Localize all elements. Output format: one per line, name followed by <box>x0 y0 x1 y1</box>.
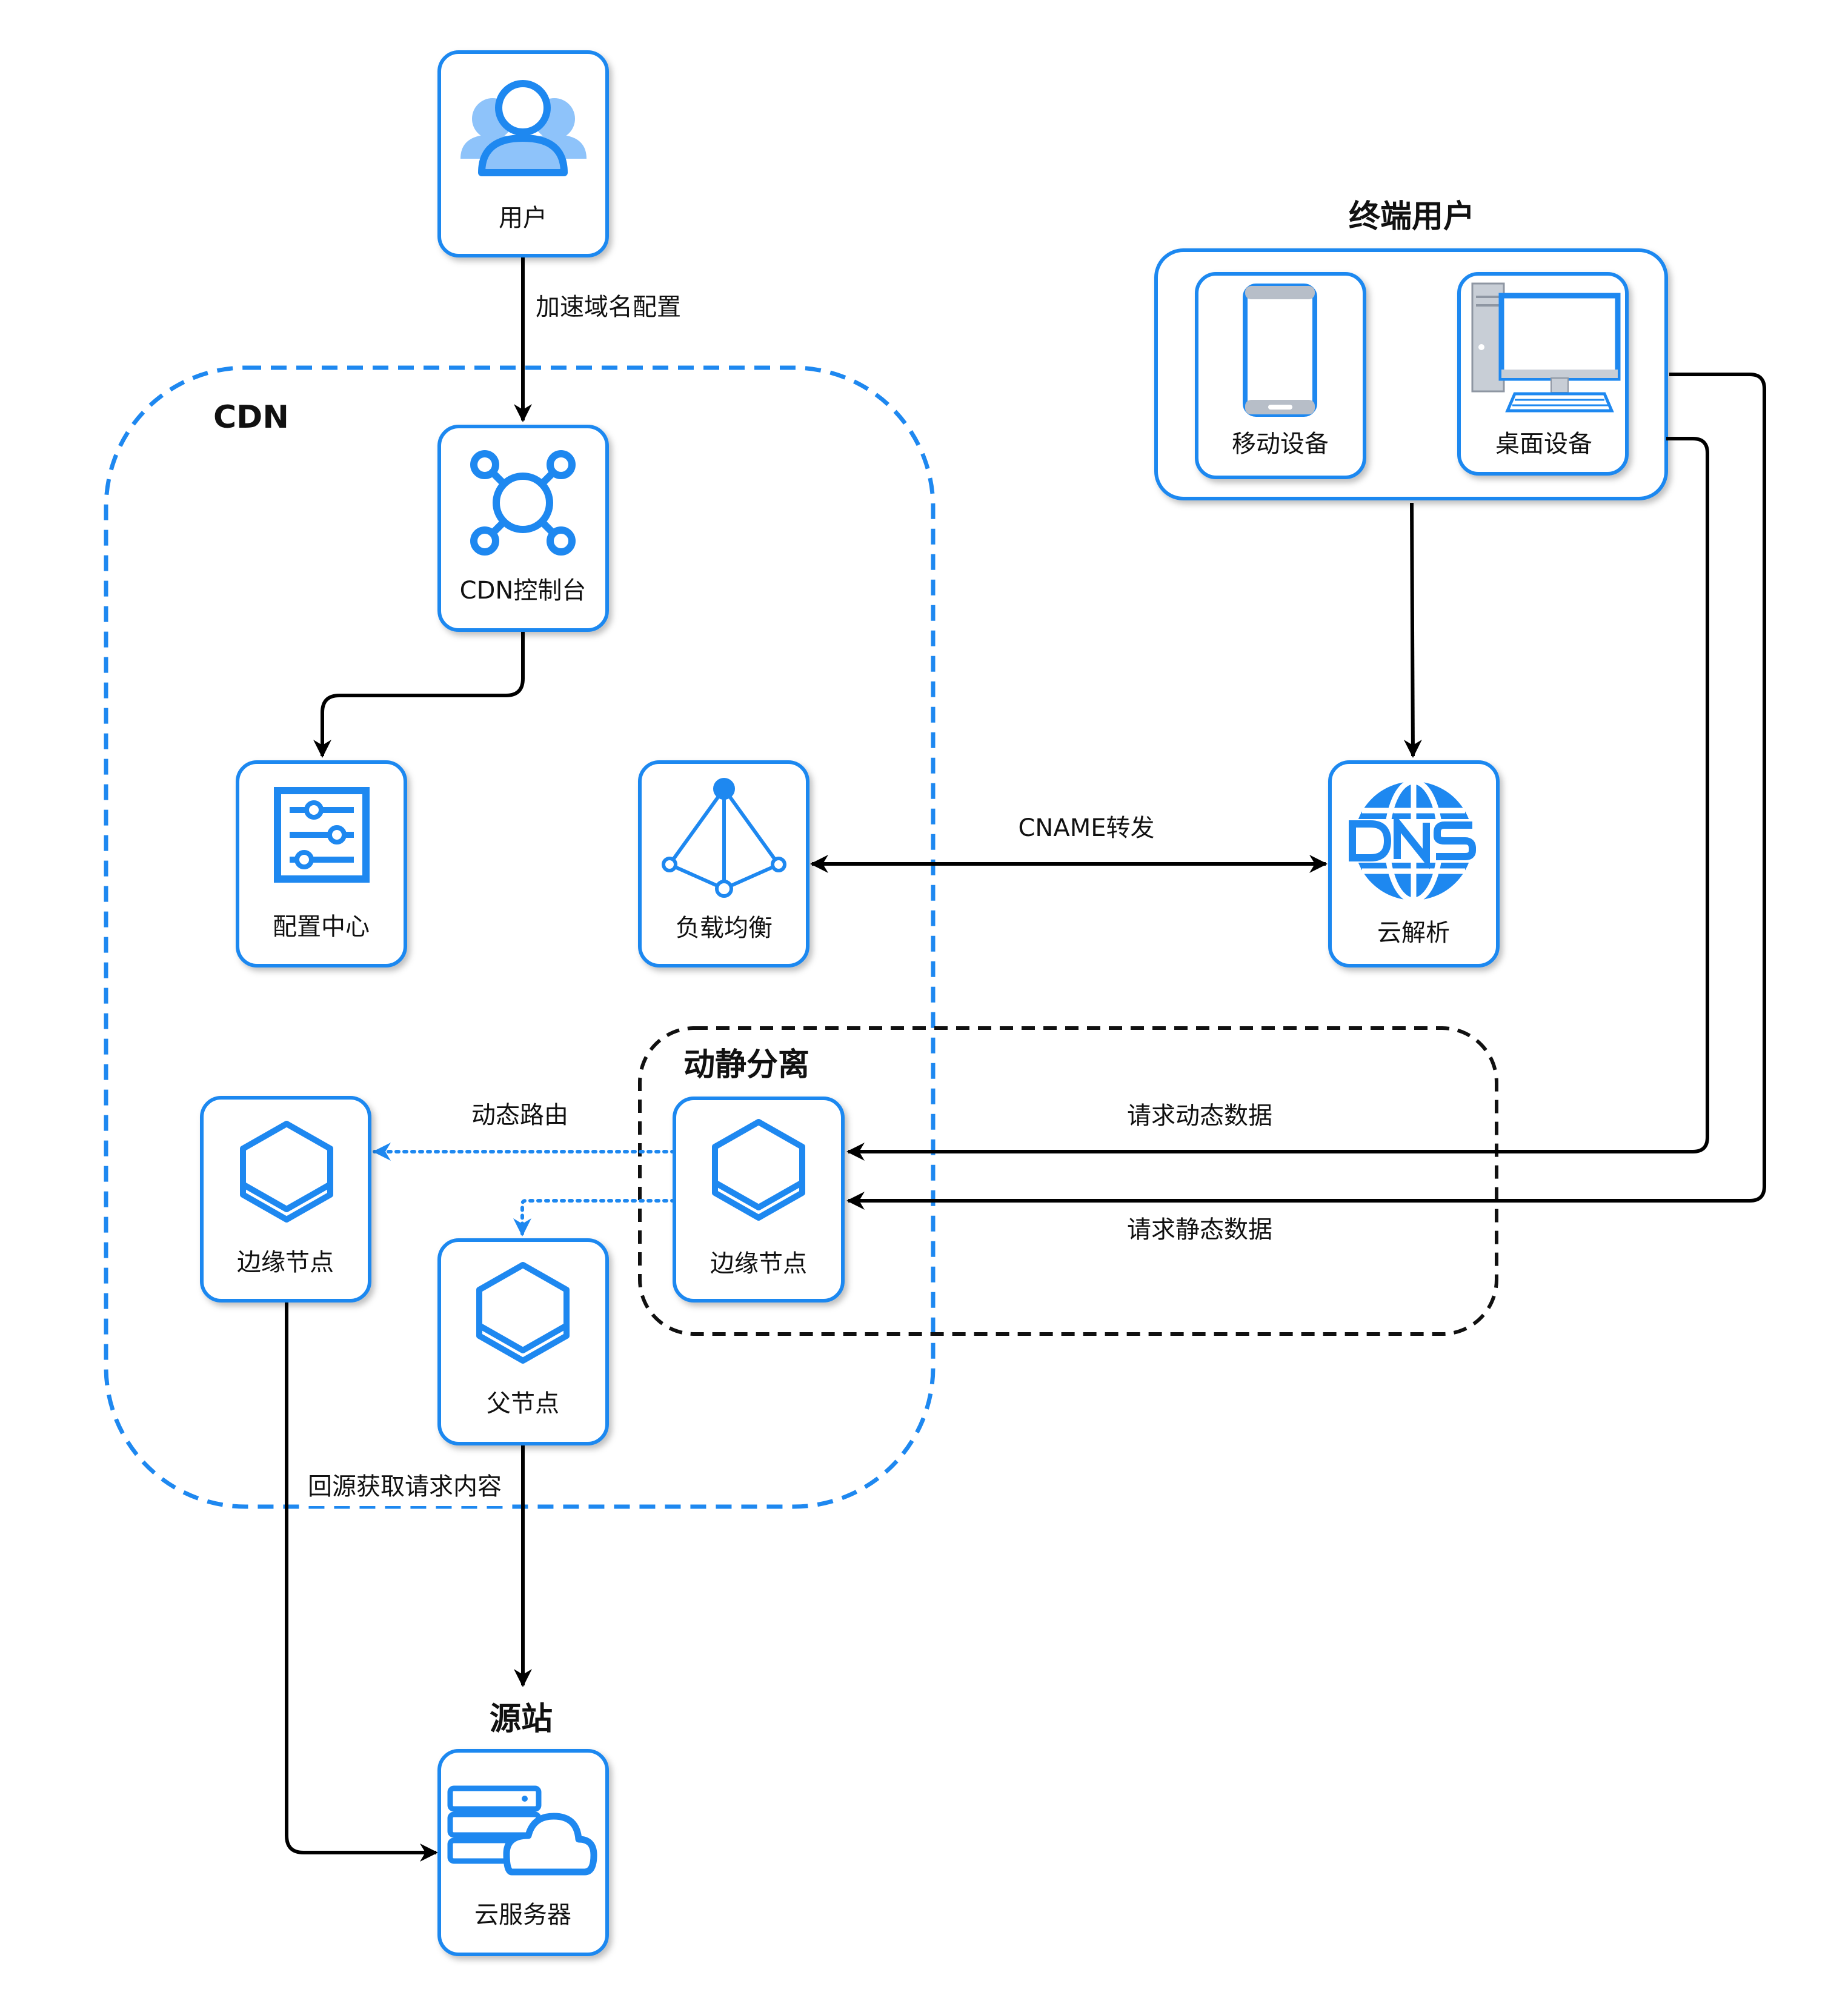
node-config-center[interactable]: 配置中心 <box>236 760 407 967</box>
load-balancer-icon <box>662 778 786 898</box>
node-cdn-console[interactable]: CDN控制台 <box>437 425 609 632</box>
node-cdn-console-label: CDN控制台 <box>460 577 587 605</box>
terminal-users-group-label: 终端用户 <box>1349 199 1475 235</box>
node-cloud-server[interactable]: 云服务器 <box>437 1749 609 1956</box>
user-group-icon <box>460 80 587 176</box>
edge-edge-to-server <box>285 1301 438 1862</box>
cloud-server-icon <box>447 1785 597 1876</box>
edges <box>285 256 1766 1862</box>
node-edge-right[interactable]: 边缘节点 <box>673 1097 845 1302</box>
node-load-balancer[interactable]: 负载均衡 <box>638 760 809 967</box>
desktop-computer-icon <box>1471 282 1621 413</box>
node-desktop-label: 桌面设备 <box>1495 430 1592 458</box>
node-mobile[interactable]: 移动设备 <box>1195 272 1366 479</box>
sliders-icon <box>274 787 370 883</box>
dyn-static-group-label: 动静分离 <box>683 1047 809 1083</box>
edge-static-to-parent <box>513 1199 676 1236</box>
edge-terminal-to-edge-static <box>846 373 1766 1210</box>
hexagon-cube-icon <box>712 1119 805 1221</box>
node-edge-right-label: 边缘节点 <box>710 1250 807 1278</box>
edge-label-cname: CNAME转发 <box>1019 814 1155 842</box>
node-desktop[interactable]: 桌面设备 <box>1457 272 1629 476</box>
node-cloud-server-label: 云服务器 <box>474 1901 571 1929</box>
hexagon-cube-icon <box>476 1262 570 1364</box>
dyn-static-group: 动静分离 <box>638 1026 1498 1336</box>
edge-terminal-to-dns <box>1403 502 1422 758</box>
dns-globe-icon <box>1344 778 1483 903</box>
node-mobile-label: 移动设备 <box>1232 430 1329 458</box>
node-config-center-label: 配置中心 <box>273 913 370 941</box>
smartphone-icon <box>1243 284 1317 417</box>
node-user[interactable]: 用户 <box>437 50 609 257</box>
cdn-group: CDN <box>104 365 936 1509</box>
node-parent[interactable]: 父节点 <box>437 1238 609 1445</box>
edge-label-req-dynamic: 请求动态数据 <box>1127 1102 1272 1130</box>
edge-desktop-to-edge-dynamic <box>846 437 1709 1161</box>
network-hub-icon <box>470 450 576 556</box>
node-parent-label: 父节点 <box>487 1390 559 1418</box>
edge-label-accel-domain: 加速域名配置 <box>536 293 681 321</box>
node-cloud-dns[interactable]: 云解析 <box>1328 760 1500 967</box>
edge-console-to-config <box>313 630 525 758</box>
origin-group-label: 源站 <box>490 1701 553 1737</box>
cdn-group-label: CDN <box>213 399 289 436</box>
edge-label-dynamic-route: 动态路由 <box>471 1101 568 1129</box>
node-load-balancer-label: 负载均衡 <box>676 914 773 942</box>
edge-label-back-to-origin: 回源获取请求内容 <box>308 1473 502 1501</box>
edge-label-req-static: 请求静态数据 <box>1127 1216 1272 1244</box>
node-edge-left[interactable]: 边缘节点 <box>200 1096 371 1302</box>
node-edge-left-label: 边缘节点 <box>237 1249 334 1276</box>
hexagon-cube-icon <box>240 1121 333 1223</box>
node-user-label: 用户 <box>499 204 547 232</box>
node-cloud-dns-label: 云解析 <box>1377 919 1450 947</box>
